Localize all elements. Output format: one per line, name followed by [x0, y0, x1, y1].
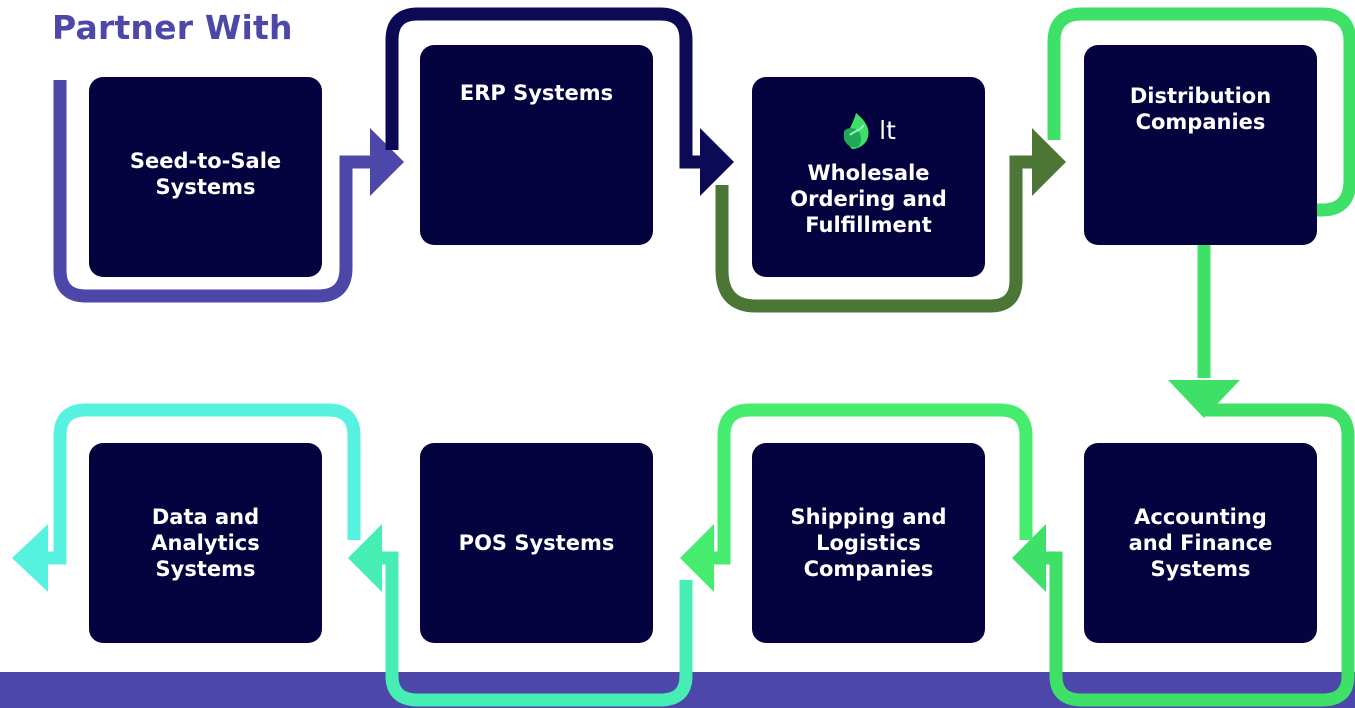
box-label: Distribution Companies	[1129, 83, 1272, 134]
connector-shipping-to-pos	[712, 403, 1033, 565]
connector-pos-to-data	[380, 551, 693, 707]
box-seed-to-sale: Seed-to-Sale Systems	[89, 77, 322, 277]
arrow-shipping-to-pos	[680, 524, 714, 592]
arrow-seed-to-erp	[370, 128, 404, 196]
box-label: Data and Analytics Systems	[151, 504, 260, 582]
logo: lt	[841, 112, 896, 150]
box-label: POS Systems	[458, 530, 615, 555]
arrow-accounting-to-shipping	[1012, 524, 1046, 592]
box-shipping: Shipping and Logistics Companies	[752, 443, 985, 643]
arrow-pos-to-data	[348, 524, 382, 592]
connector-erp-to-wholesale	[385, 7, 702, 169]
arrow-data-out	[12, 524, 48, 592]
connector-data-out	[46, 403, 361, 565]
logo-text: lt	[879, 116, 896, 146]
box-label: Accounting and Finance Systems	[1128, 504, 1273, 582]
connector-wholesale-to-distribution	[715, 155, 1034, 313]
arrow-distribution-to-accounting	[1168, 380, 1240, 418]
box-label: ERP Systems	[459, 80, 614, 105]
box-data-analytics: Data and Analytics Systems	[89, 443, 322, 643]
box-distribution: Distribution Companies	[1084, 45, 1317, 245]
box-accounting: Accounting and Finance Systems	[1084, 443, 1317, 643]
connector-seed-to-erp	[53, 80, 372, 303]
arrow-wholesale-to-distribution	[1032, 128, 1066, 196]
box-label: Wholesale Ordering and Fulfillment	[790, 160, 947, 238]
box-erp-systems: ERP Systems	[420, 45, 653, 245]
arrow-erp-to-wholesale	[700, 128, 734, 196]
box-pos: POS Systems	[420, 443, 653, 643]
box-label: Shipping and Logistics Companies	[790, 504, 947, 582]
box-label: Seed-to-Sale Systems	[129, 148, 282, 199]
box-wholesale: lt Wholesale Ordering and Fulfillment	[752, 77, 985, 277]
leaf-logo-icon	[844, 112, 869, 149]
page-title: Partner With	[52, 8, 293, 47]
connector-accounting-to-shipping	[1046, 403, 1355, 707]
